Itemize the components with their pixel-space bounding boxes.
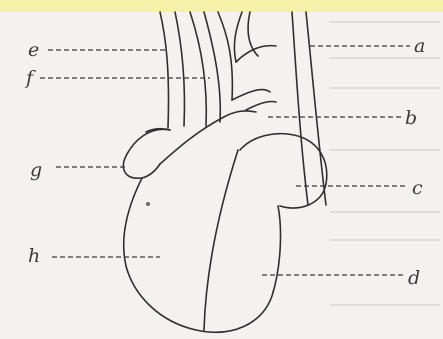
label-c: c	[412, 177, 423, 199]
pulmonary-trunk-2	[246, 101, 276, 110]
heart-body	[124, 178, 281, 332]
label-b: b	[405, 107, 417, 129]
pulmonary-trunk	[232, 90, 270, 100]
ventricular-groove	[204, 150, 238, 330]
background-texture	[330, 22, 440, 305]
vessel-f	[190, 12, 206, 126]
heart-outline	[123, 12, 326, 332]
vessel-a-right	[306, 12, 326, 205]
arch-side	[248, 12, 258, 56]
leader-lines	[40, 46, 410, 275]
label-f: f	[24, 67, 36, 89]
label-e: e	[28, 39, 39, 61]
heart-upper-edge	[160, 111, 256, 164]
label-g: g	[30, 159, 42, 181]
vessel-e	[160, 12, 169, 128]
diagram-labels: a b c d e f g h	[24, 35, 425, 289]
label-d: d	[408, 267, 420, 289]
arch-branch-2	[234, 12, 242, 62]
auricle-g	[123, 129, 170, 178]
label-h: h	[28, 245, 40, 267]
auricle-c	[240, 134, 327, 208]
arch-branch	[218, 12, 232, 100]
vessel-a-left	[292, 12, 308, 205]
vessel-e-inner	[175, 12, 184, 126]
label-a: a	[414, 35, 425, 57]
spot-mark	[146, 202, 150, 206]
